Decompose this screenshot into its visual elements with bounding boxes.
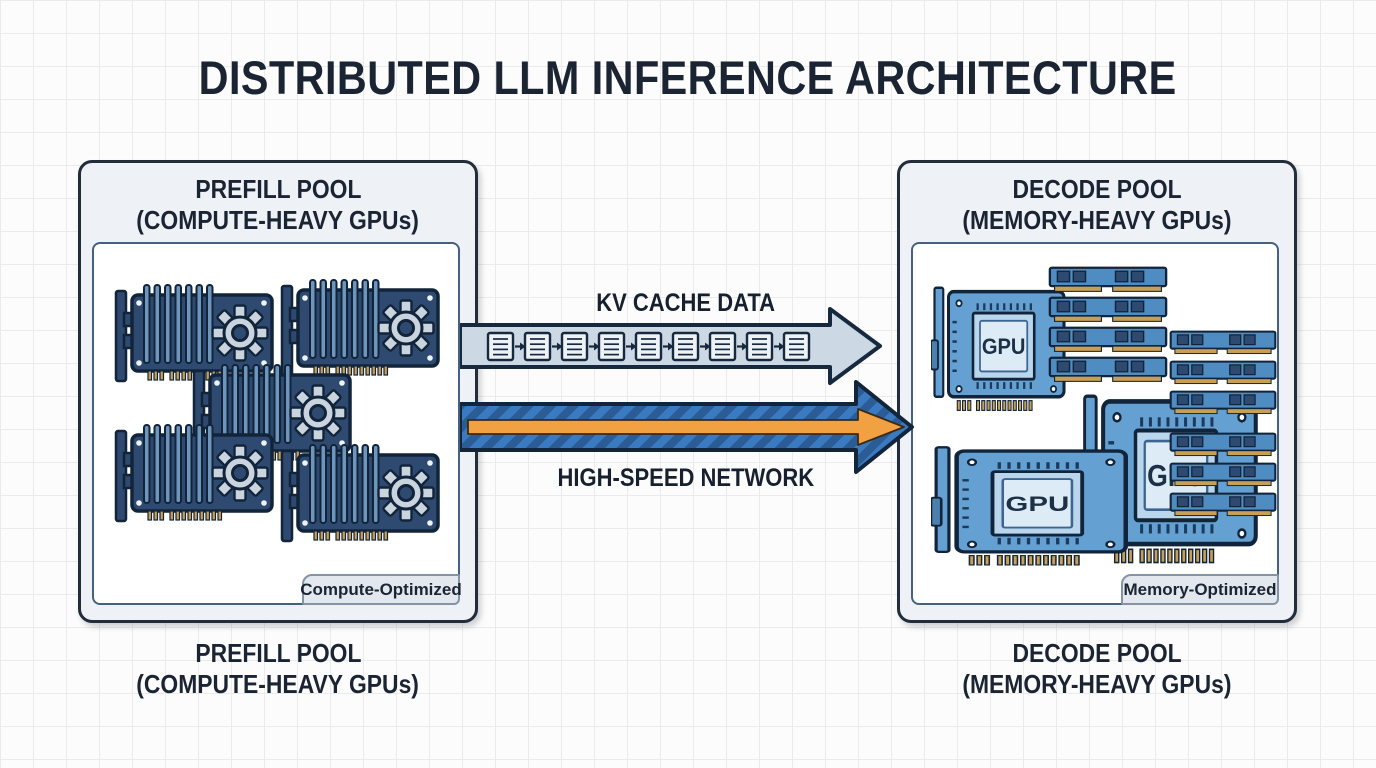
ram-stick-icon (1048, 326, 1168, 353)
decode-gpu-canvas: GPU GPU GPU Memory-Optimized (911, 242, 1279, 605)
memory-optimized-badge: Memory-Optimized (1121, 574, 1279, 605)
prefill-pool-header: PREFILL POOL (COMPUTE-HEAVY GPUs) (81, 174, 475, 236)
kv-cache-label: KV CACHE DATA (596, 289, 776, 317)
ram-stick-icon (1169, 360, 1277, 385)
page-title: DISTRIBUTED LLM INFERENCE ARCHITECTURE (199, 51, 1177, 104)
network-label: HIGH-SPEED NETWORK (557, 464, 815, 492)
prefill-gpu-canvas: Compute-Optimized (92, 242, 462, 605)
ram-stick-icon (1169, 462, 1277, 487)
prefill-header-line1: PREFILL POOL (194, 174, 362, 204)
ram-stick-icon (1169, 492, 1277, 517)
kv-cache-arrow (460, 307, 882, 385)
compute-gpu-card-icon (112, 423, 277, 528)
ram-stick-icon (1169, 432, 1277, 457)
compute-optimized-badge: Compute-Optimized (300, 574, 462, 605)
prefill-pool-caption: PREFILL POOL (COMPUTE-HEAVY GPUs) (136, 638, 420, 699)
decode-pool-caption: DECODE POOL (MEMORY-HEAVY GPUs) (962, 638, 1232, 699)
ram-stick-icon (1048, 356, 1168, 383)
prefill-header-line2: (COMPUTE-HEAVY GPUs) (136, 205, 420, 235)
decode-pool-panel: DECODE POOL (MEMORY-HEAVY GPUs) GPU GPU … (897, 160, 1297, 623)
memory-gpu-card-icon: GPU (931, 438, 1136, 578)
ram-stick-icon (1169, 390, 1277, 415)
prefill-pool-panel: PREFILL POOL (COMPUTE-HEAVY GPUs) Comput… (78, 160, 478, 623)
decode-pool-header: DECODE POOL (MEMORY-HEAVY GPUs) (900, 174, 1294, 236)
network-arrow (460, 380, 914, 474)
gpu-chip-label: GPU (1005, 492, 1069, 515)
ram-stick-icon (1048, 266, 1168, 293)
decode-header-line1: DECODE POOL (1012, 174, 1182, 204)
ram-stick-icon (1048, 296, 1168, 323)
decode-header-line2: (MEMORY-HEAVY GPUs) (962, 205, 1232, 235)
gpu-chip-label: GPU (982, 334, 1026, 359)
compute-gpu-card-icon (278, 443, 443, 548)
ram-stick-icon (1169, 330, 1277, 355)
kv-packet-icons (486, 331, 811, 362)
memory-gpu-card-icon: GPU (931, 286, 1066, 413)
